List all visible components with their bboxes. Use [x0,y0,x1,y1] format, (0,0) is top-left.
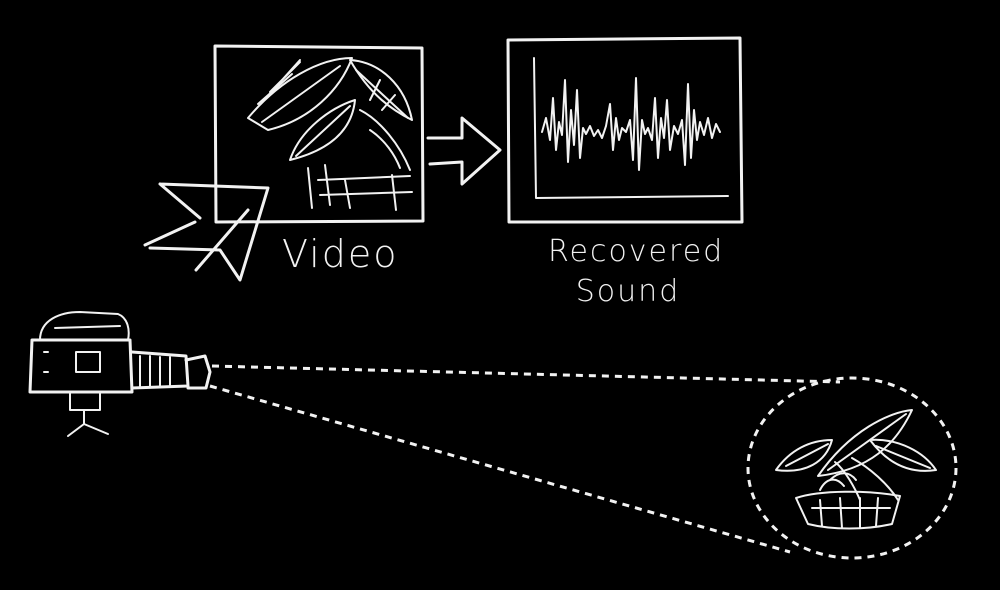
camera-icon [28,311,212,437]
video-plant-sketch [247,57,413,211]
video-frame [213,44,425,224]
video-label: Video [282,232,399,276]
recovered-sound-label-line1: Recovered [548,234,725,269]
sight-line-bottom [209,384,791,554]
sight-line-top [211,364,841,384]
recovered-sound-label: Recovered Sound [548,232,725,312]
zoom-circle [746,376,958,560]
recovered-sound-label-line2: Sound [575,274,681,309]
waveform-icon [541,77,721,171]
cursor-arrow-icon [143,182,270,282]
plant-pot-icon [775,409,937,530]
arrow-icon [426,116,502,186]
recovered-sound-frame [506,36,744,224]
